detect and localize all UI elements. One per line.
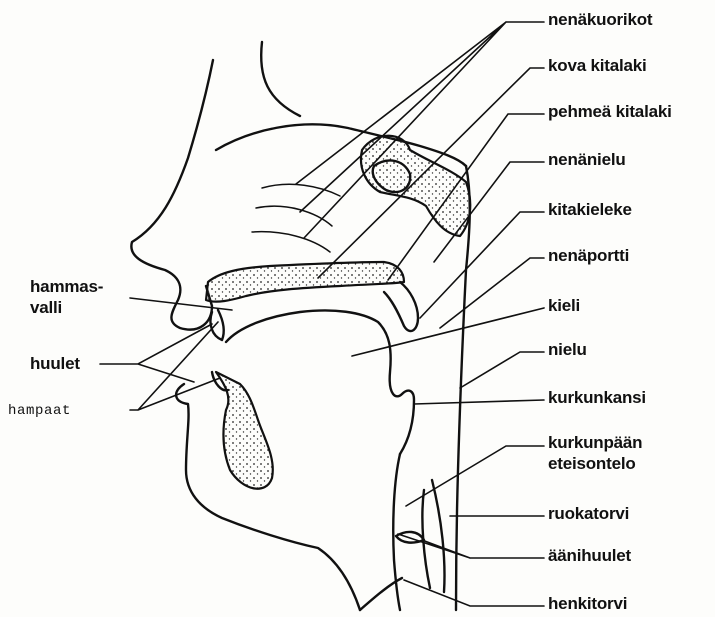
label-nenanielu: nenänielu [548, 150, 626, 170]
label-aanihuulet: äänihuulet [548, 546, 631, 566]
label-kurkunkansi: kurkunkansi [548, 388, 646, 408]
label-kurkunpaan-line2: eteisontelo [548, 453, 642, 474]
cheek-contour [261, 42, 300, 116]
label-kova-kitalaki: kova kitalaki [548, 56, 647, 76]
trachea-line [360, 578, 402, 610]
sphenoid-sinus [361, 136, 470, 236]
nasal-concha-lower [252, 232, 330, 252]
label-kurkunpaan-line1: kurkunpään [548, 432, 642, 453]
label-henkitorvi: henkitorvi [548, 594, 627, 614]
leader-nenakuorikot [296, 22, 544, 238]
label-nielu: nielu [548, 340, 587, 360]
upper-incisor [210, 310, 223, 340]
label-nenaportti: nenäportti [548, 246, 629, 266]
esophagus-wall-back [432, 480, 445, 592]
label-ruokatorvi: ruokatorvi [548, 504, 629, 524]
label-hammasvalli-line2: valli [30, 297, 103, 318]
label-huulet: huulet [30, 354, 80, 374]
leader-kitakieleke [420, 212, 544, 318]
label-kieli: kieli [548, 296, 580, 316]
nasal-concha-middle [256, 206, 332, 226]
label-kurkunpaan-eteisontelo: kurkunpään eteisontelo [548, 432, 642, 474]
larynx-front-wall [393, 454, 400, 610]
leader-aanihuulet [398, 534, 544, 558]
face-profile-upper [131, 60, 213, 330]
label-hammasvalli: hammas- valli [30, 276, 103, 318]
leader-kieli [352, 308, 544, 356]
leader-lines [100, 22, 544, 606]
leader-nielu [460, 352, 544, 388]
leader-henkitorvi [404, 580, 544, 606]
leader-nenaportti [440, 258, 544, 328]
leader-kurkunpaan [406, 446, 544, 506]
label-hammasvalli-line1: hammas- [30, 276, 103, 297]
soft-palate-velum [384, 282, 418, 331]
leader-huulet [100, 324, 212, 382]
label-nenakuorikot: nenäkuorikot [548, 10, 652, 30]
leader-kurkunkansi [414, 400, 544, 404]
hard-palate-bone [206, 262, 404, 302]
face-profile-lower [176, 384, 360, 610]
label-kitakieleke: kitakieleke [548, 200, 632, 220]
label-hampaat: hampaat [8, 401, 71, 421]
label-pehmea-kitalaki: pehmeä kitalaki [548, 102, 672, 122]
